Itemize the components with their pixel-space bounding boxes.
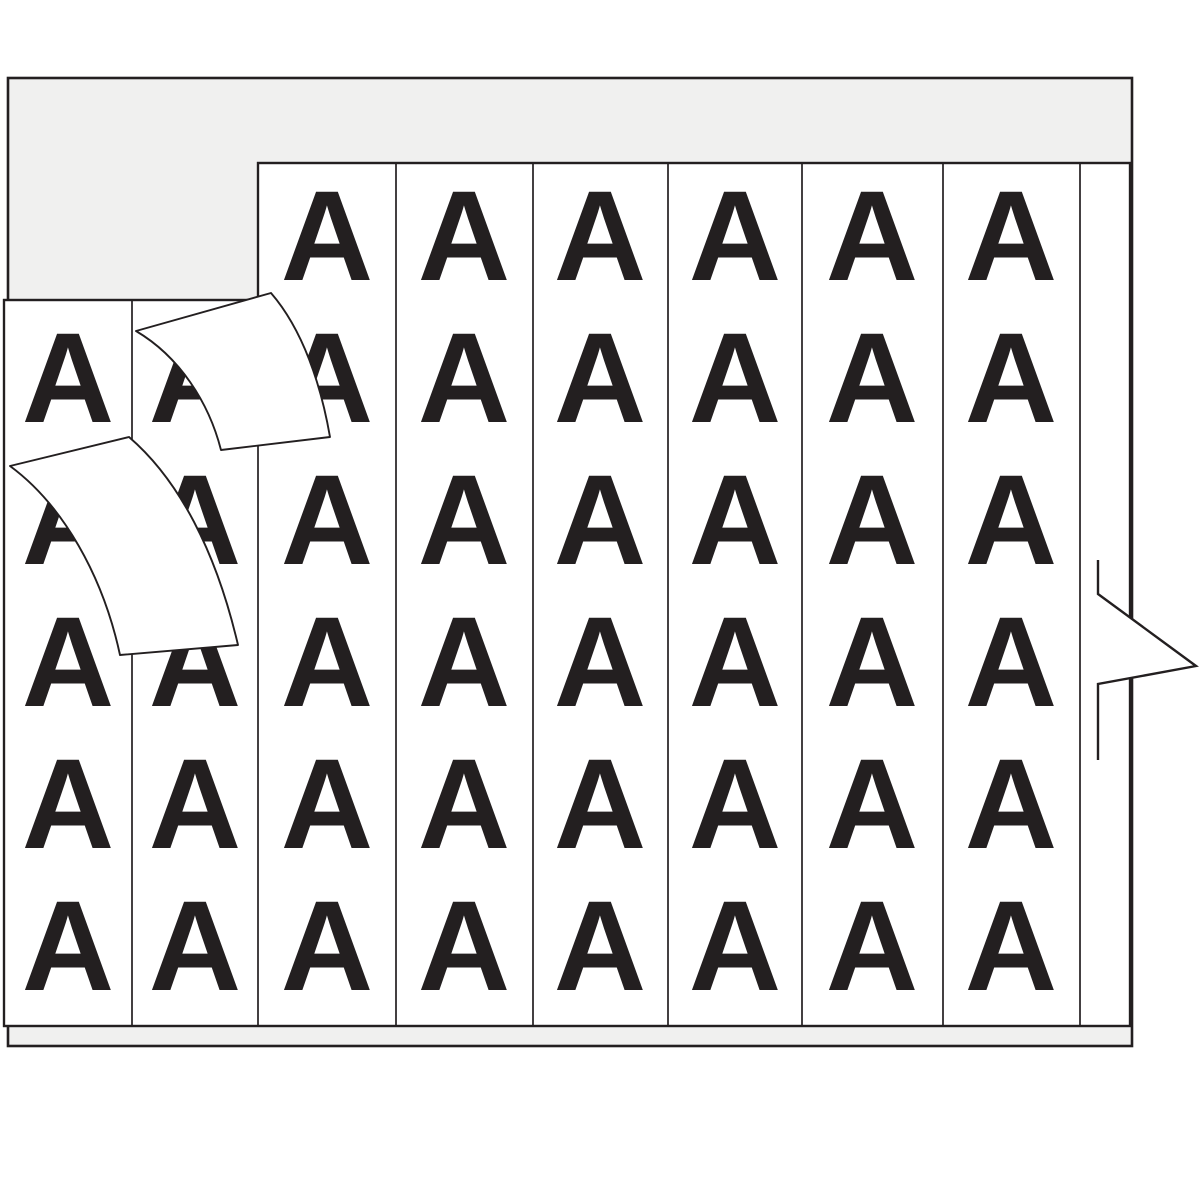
letter-cell: A [554,591,646,734]
die-cut-notch [1096,560,1199,760]
label-row-5: A A A A A A A A [22,733,1057,876]
letter-cell: A [965,591,1057,734]
letter-cell: A [689,591,781,734]
letter-cell: A [554,165,646,308]
letter-cell: A [281,449,373,592]
letter-cell: A [418,449,510,592]
die-cut-notch-fill [1098,560,1196,760]
letter-cell: A [965,165,1057,308]
letter-cell: A [281,591,373,734]
letter-cell: A [826,449,918,592]
letter-cell: A [554,449,646,592]
letter-cell: A [22,875,114,1018]
letter-cell: A [554,875,646,1018]
peeled-label-lower [9,436,239,656]
letter-cell: A [281,165,373,308]
letter-cell: A [826,591,918,734]
letter-cell: A [281,875,373,1018]
letter-cell: A [826,733,918,876]
peeled-label-upper [135,292,331,451]
label-row-6: A A A A A A A A [22,875,1057,1018]
letter-cell: A [689,875,781,1018]
letter-cell: A [418,165,510,308]
letter-cell: A [826,875,918,1018]
letter-cell: A [418,875,510,1018]
letter-cell: A [689,307,781,450]
letter-cell: A [689,165,781,308]
letter-cell: A [554,307,646,450]
letter-cell: A [689,733,781,876]
letter-cell: A [689,449,781,592]
letter-cell: A [22,733,114,876]
letter-cell: A [965,307,1057,450]
letter-cell: A [554,733,646,876]
label-row-4: A A A A A A A A [22,591,1057,734]
letter-cell: A [281,733,373,876]
letter-cell: A [149,875,241,1018]
letter-cell: A [965,875,1057,1018]
letter-cell: A [22,307,114,450]
letter-cell: A [149,733,241,876]
peeled-labels [9,292,331,656]
letter-cell: A [965,449,1057,592]
label-column-separators [131,163,1081,1026]
letter-cell: A [826,165,918,308]
letter-cell: A [418,307,510,450]
die-cut-notch-outline [1096,560,1199,760]
letter-cell: A [826,307,918,450]
letter-cell: A [22,591,114,734]
letter-cell: A [965,733,1057,876]
letter-cell: A [418,733,510,876]
letter-cell: A [418,591,510,734]
